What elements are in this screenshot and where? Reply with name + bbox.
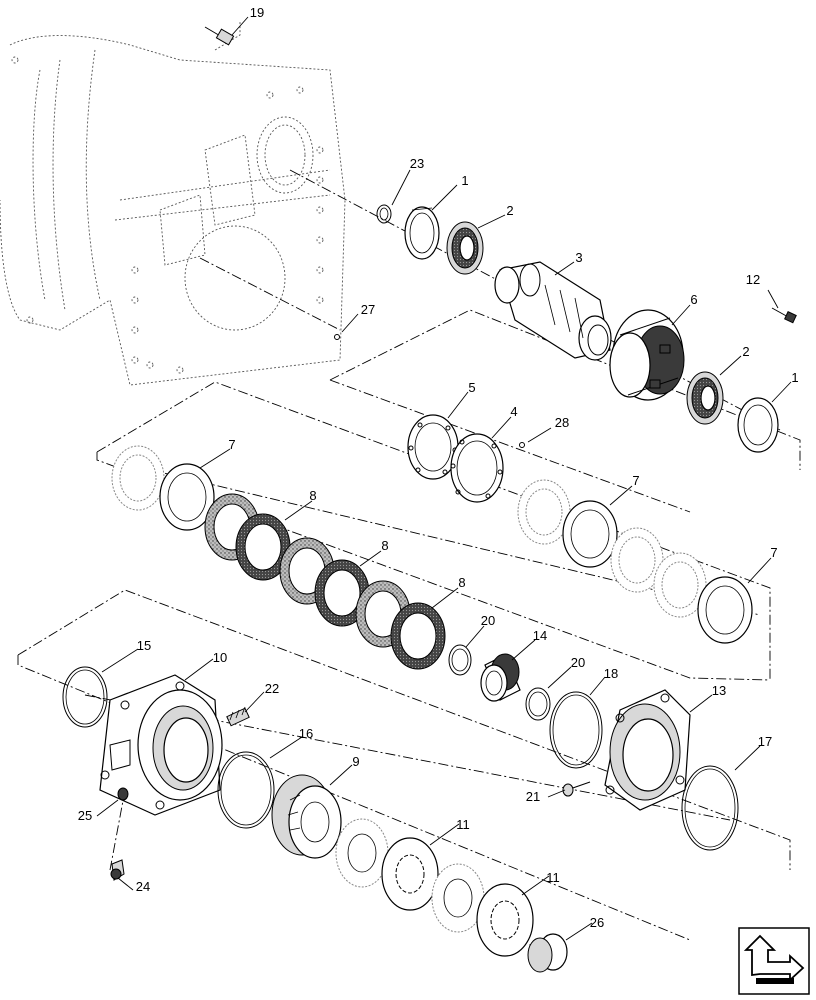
part-1-bearing-cup-left <box>404 206 440 260</box>
part-5-gasket <box>407 414 459 480</box>
part-28-pin <box>519 442 525 448</box>
callout-9: 9 <box>352 754 359 769</box>
callout-11: 11 <box>456 817 470 832</box>
part-4-gasket <box>450 433 504 503</box>
group-outline-lower <box>17 589 791 941</box>
part-24-bleeder <box>110 859 125 881</box>
housing-bolt-holes <box>11 56 324 374</box>
callout-8c: 8 <box>458 575 465 590</box>
callout-18: 17 <box>758 734 772 749</box>
part-8-friction-disc-f <box>390 602 446 670</box>
part-17-o-ring <box>217 751 275 829</box>
callout-23: 23 <box>410 156 424 171</box>
part-21-bolt <box>562 781 591 797</box>
callout-4: 4 <box>510 404 517 419</box>
part-11-disc-b <box>381 837 439 911</box>
leader-lines <box>96 16 792 941</box>
part-2-bearing-cone-right <box>686 371 724 425</box>
part-27-pin <box>334 334 340 340</box>
part-6-hub <box>609 309 685 401</box>
part-9-piston <box>271 774 342 859</box>
callout-28: 28 <box>555 415 569 430</box>
part-8-friction-disc-d <box>314 559 370 627</box>
part-2-bearing-cone-left <box>446 221 484 275</box>
part-11-disc-c <box>431 863 485 933</box>
part-7-separator-plate-f <box>653 552 707 618</box>
callout-8: 8 <box>309 488 316 503</box>
part-10-brake-housing <box>99 674 223 816</box>
part-22-fitting <box>226 706 250 727</box>
callout-6: 6 <box>690 292 697 307</box>
part-20-snap-ring-right <box>525 687 551 721</box>
callout-26: 19 <box>250 5 264 20</box>
part-1-bearing-cup-right <box>737 397 779 453</box>
callout-1b: 1 <box>791 370 798 385</box>
part-13-screw <box>771 307 797 324</box>
part-23-snap-ring <box>376 204 392 224</box>
callout-7c: 7 <box>770 545 777 560</box>
part-12-sleeve <box>527 933 568 973</box>
callout-8b: 8 <box>381 538 388 553</box>
part-7-separator-plate-c <box>517 479 571 545</box>
callout-7b: 7 <box>632 473 639 488</box>
callout-11b: 11 <box>546 870 560 885</box>
part-26-breather <box>204 26 235 46</box>
callout-17: 16 <box>299 726 313 741</box>
part-7-separator-plate-g <box>697 576 753 644</box>
callout-1: 1 <box>461 173 468 188</box>
part-15-bushing <box>480 653 521 702</box>
part-7-separator-plate-b <box>159 463 215 531</box>
callout-27: 27 <box>361 302 375 317</box>
callout-3: 3 <box>575 250 582 265</box>
part-20-snap-ring-left <box>448 644 472 676</box>
part-25-plug <box>117 787 129 801</box>
part-7-separator-plate-d <box>562 500 618 568</box>
part-3-shaft <box>494 261 612 361</box>
part-7-separator-plate-a <box>111 445 165 511</box>
callout-14: 13 <box>712 683 726 698</box>
callout-16: 15 <box>137 638 151 653</box>
part-18-o-ring <box>681 765 739 851</box>
axle-housing <box>0 22 346 386</box>
callout-15: 14 <box>533 628 547 643</box>
callout-19: 18 <box>604 666 618 681</box>
next-page-arrow-icon[interactable] <box>738 927 810 995</box>
part-19-o-ring <box>549 691 603 769</box>
callout-2: 2 <box>506 203 513 218</box>
callout-13: 12 <box>746 272 760 287</box>
part-11-disc-d <box>476 883 534 957</box>
callout-21: 21 <box>526 789 540 804</box>
callout-12: 26 <box>590 915 604 930</box>
callout-20b: 20 <box>571 655 585 670</box>
callout-7: 7 <box>228 437 235 452</box>
part-16-o-ring <box>62 666 108 728</box>
part-7-separator-plate-e <box>610 527 664 593</box>
callout-labels: 19 23 1 2 3 12 6 27 2 1 5 4 28 7 7 8 8 7… <box>78 5 799 930</box>
callout-24: 24 <box>136 879 150 894</box>
callout-5: 5 <box>468 380 475 395</box>
callout-10: 10 <box>213 650 227 665</box>
callout-25: 25 <box>78 808 92 823</box>
part-11-disc-a <box>335 818 389 888</box>
callout-2b: 2 <box>742 344 749 359</box>
callout-20: 20 <box>481 613 495 628</box>
part-8-friction-disc-b <box>235 513 291 581</box>
callout-22: 22 <box>265 681 279 696</box>
part-14-cover-flange <box>604 689 691 811</box>
